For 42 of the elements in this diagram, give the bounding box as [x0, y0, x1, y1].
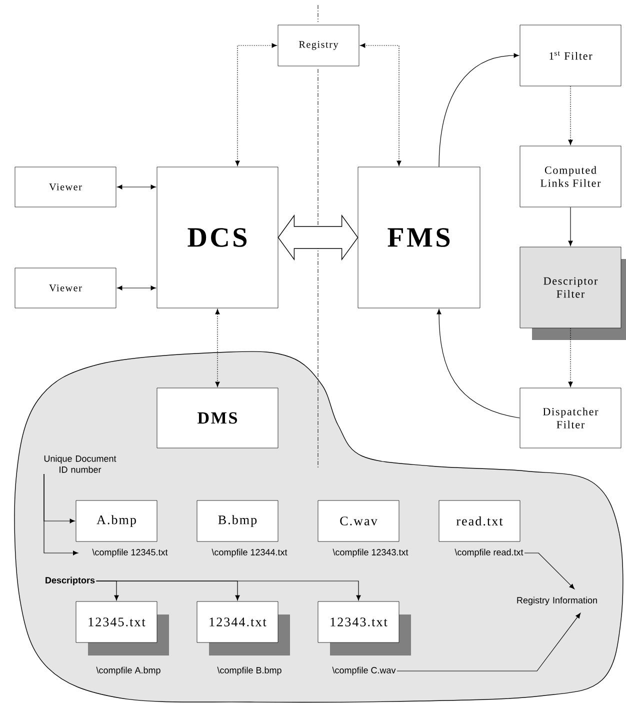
annotation-text: Descriptors	[46, 576, 95, 586]
file-box: read.txt	[438, 500, 520, 542]
component-box: Registry	[278, 24, 360, 66]
file-path-label: \compfile B.bmp	[217, 666, 282, 676]
file-box: B.bmp	[196, 500, 278, 542]
arrow	[117, 286, 156, 290]
arrow	[215, 309, 220, 387]
arrow	[44, 474, 78, 556]
arrow	[524, 552, 575, 590]
file-box: 12344.txt	[196, 601, 290, 656]
arrow	[360, 43, 402, 166]
arrow	[396, 613, 581, 672]
file-path-label: \compfile 12344.txt	[212, 548, 288, 558]
file-box: 12343.txt	[318, 601, 411, 656]
file-path-label: \compfile A.bmp	[96, 666, 160, 676]
file-path-label: \compfile 12345.txt	[92, 548, 168, 558]
annotation-text: Registry Information	[517, 596, 597, 606]
filter-box: Descriptor Filter	[520, 246, 626, 340]
file-path-label: \compfile 12343.txt	[332, 548, 408, 558]
file-box: 12345.txt	[76, 601, 169, 656]
file-box: A.bmp	[76, 500, 158, 542]
file-path-label: \compfile C.wav	[332, 666, 396, 676]
component-box: Viewer	[14, 268, 116, 308]
filter-box: Computed Links Filter	[520, 146, 622, 208]
component-box: DMS	[156, 388, 278, 448]
arrow	[568, 206, 573, 246]
arrow	[568, 328, 573, 387]
annotation-text: Unique Document ID number	[44, 455, 116, 473]
arrow	[436, 309, 520, 418]
filter-box: 1$^{st}$ Filter	[520, 24, 622, 86]
file-box: C.wav	[318, 500, 400, 542]
component-box: DCS	[156, 166, 278, 308]
arrow	[438, 53, 519, 168]
arrow	[568, 86, 573, 145]
component-box: Viewer	[14, 166, 116, 208]
file-path-label: \compfile read.txt	[454, 548, 524, 558]
arrow	[235, 43, 277, 166]
double-arrow	[278, 214, 358, 261]
arrow	[96, 580, 361, 600]
component-box: FMS	[358, 166, 480, 308]
filter-box: Dispatcher Filter	[520, 388, 622, 448]
arrow	[117, 184, 156, 190]
